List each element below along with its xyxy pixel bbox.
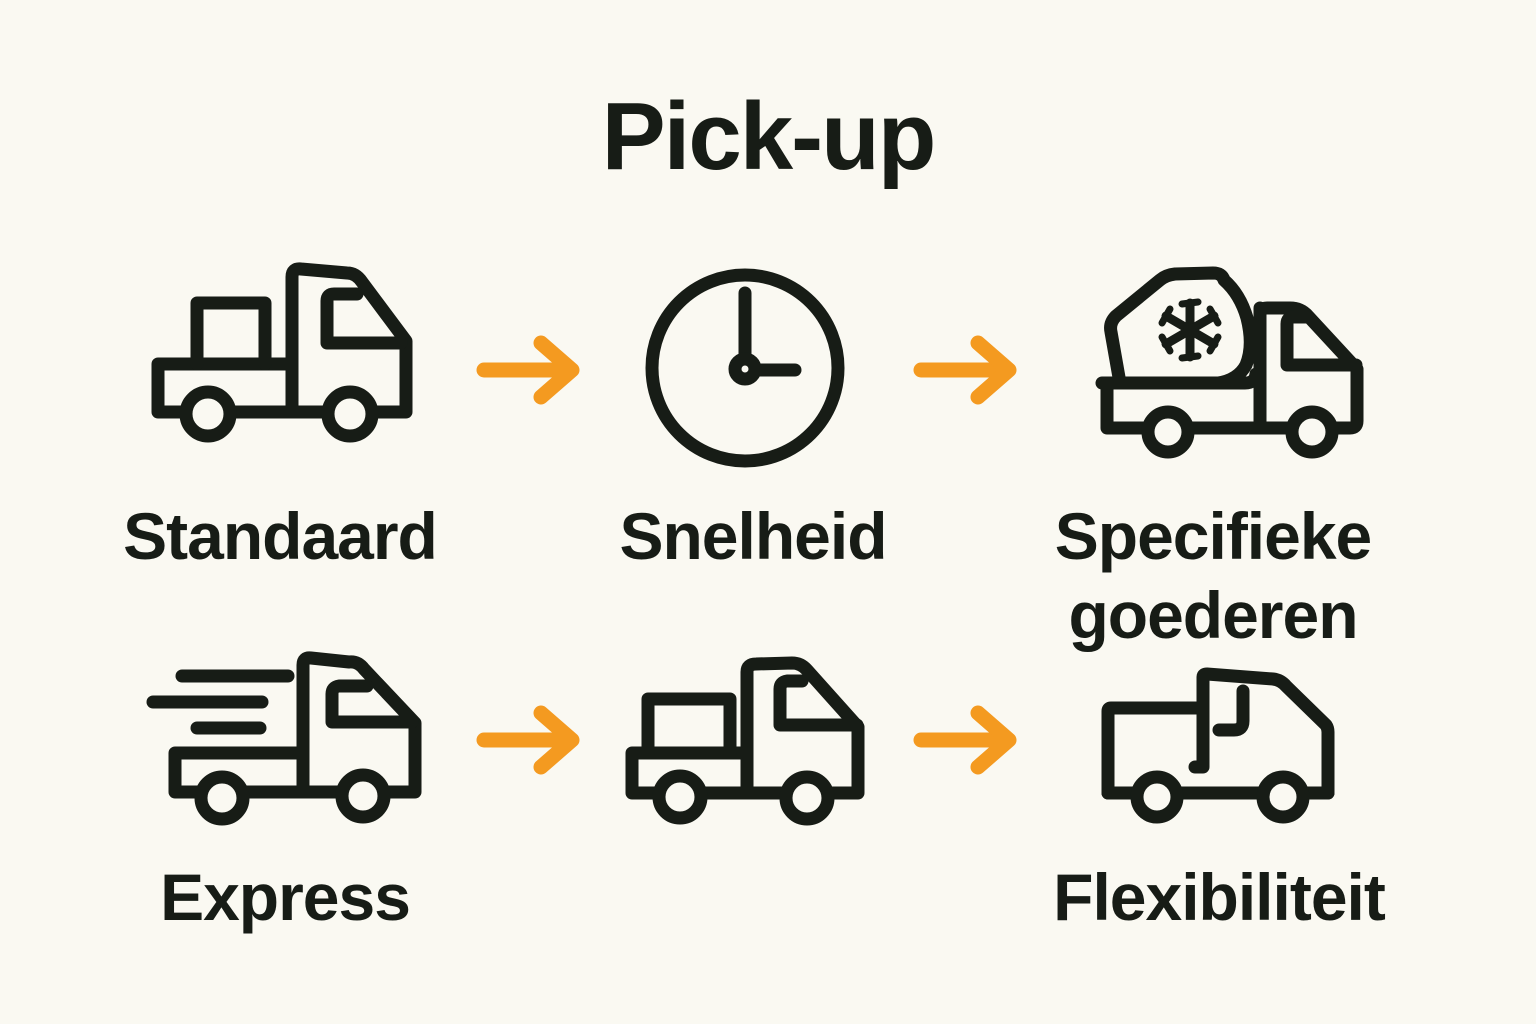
label-specifieke-goederen: Specifieke goederen bbox=[1054, 499, 1373, 653]
speeding-truck-icon bbox=[146, 651, 422, 826]
refrigerated-truck-icon bbox=[1095, 266, 1364, 459]
page-title: Pick-up bbox=[601, 83, 937, 190]
speed-lines bbox=[146, 669, 295, 735]
label-express: Express bbox=[160, 860, 411, 934]
arrow-right-icon bbox=[913, 335, 1017, 405]
label-flexibiliteit: Flexibiliteit bbox=[1053, 860, 1386, 934]
box-truck-icon bbox=[151, 262, 413, 443]
pickup-truck-icon bbox=[1101, 667, 1335, 824]
arrow-right-icon bbox=[913, 705, 1017, 775]
label-snelheid: Snelheid bbox=[619, 499, 887, 573]
loaded-box-truck-icon bbox=[625, 656, 865, 826]
label-standaard: Standaard bbox=[123, 499, 438, 573]
arrow-right-icon bbox=[476, 335, 580, 405]
arrow-right-icon bbox=[476, 705, 580, 775]
snowflake-icon bbox=[1158, 298, 1222, 362]
clock-icon bbox=[645, 268, 845, 468]
